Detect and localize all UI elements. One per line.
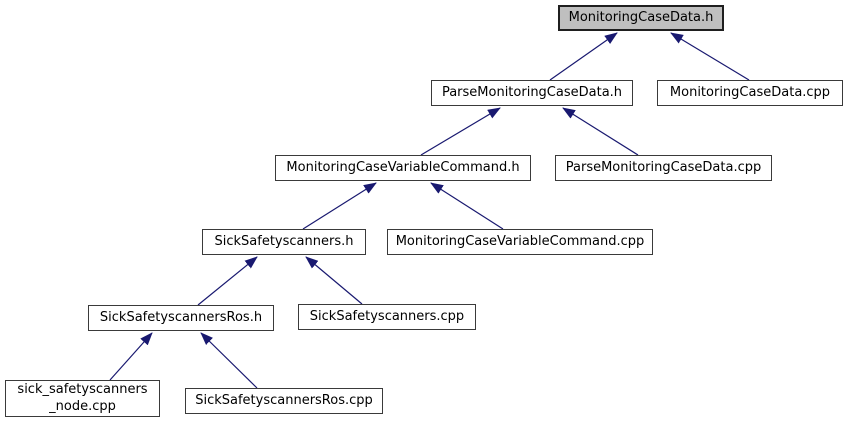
edge-sicksafetyscanners-h-to-monitoringcasevariablecommand-h bbox=[302, 182, 377, 230]
node-monitoringcasedata-cpp[interactable]: MonitoringCaseData.cpp bbox=[657, 80, 843, 106]
edge-parsemonitoringcasedata-cpp-to-parsemonitoringcasedata-h bbox=[562, 107, 639, 156]
edge-sicksafetyscanners-cpp-to-sicksafetyscanners-h bbox=[305, 256, 363, 305]
node-sicksafetyscannersros-cpp[interactable]: SickSafetyscannersRos.cpp bbox=[185, 388, 383, 414]
edge-sicksafetyscannersros-h-to-sicksafetyscanners-h bbox=[197, 256, 258, 306]
node-sicksafetyscanners-h[interactable]: SickSafetyscanners.h bbox=[202, 229, 366, 255]
node-monitoringcasevariablecommand-h[interactable]: MonitoringCaseVariableCommand.h bbox=[275, 155, 531, 181]
edge-parsemonitoringcasedata-h-to-monitoringcasedata-h bbox=[549, 32, 618, 81]
node-sicksafetyscanners-cpp[interactable]: SickSafetyscanners.cpp bbox=[298, 304, 476, 330]
edge-sick-safetyscanners-node-cpp-to-sicksafetyscannersros-h bbox=[109, 332, 153, 381]
edge-monitoringcasevariablecommand-cpp-to-monitoringcasevariablecommand-h bbox=[430, 182, 504, 230]
edge-monitoringcasedata-cpp-to-monitoringcasedata-h bbox=[670, 32, 750, 81]
node-sick-safetyscanners-node-cpp[interactable]: sick_safetyscanners _node.cpp bbox=[5, 380, 160, 417]
node-monitoringcasedata-h: MonitoringCaseData.h bbox=[558, 5, 724, 31]
edge-monitoringcasevariablecommand-h-to-parsemonitoringcasedata-h bbox=[420, 107, 501, 156]
node-monitoringcasevariablecommand-cpp[interactable]: MonitoringCaseVariableCommand.cpp bbox=[387, 229, 653, 255]
node-sicksafetyscannersros-h[interactable]: SickSafetyscannersRos.h bbox=[88, 305, 274, 331]
node-parsemonitoringcasedata-cpp[interactable]: ParseMonitoringCaseData.cpp bbox=[555, 155, 772, 181]
node-parsemonitoringcasedata-h[interactable]: ParseMonitoringCaseData.h bbox=[431, 80, 633, 106]
edge-sicksafetyscannersros-cpp-to-sicksafetyscannersros-h bbox=[200, 332, 258, 389]
